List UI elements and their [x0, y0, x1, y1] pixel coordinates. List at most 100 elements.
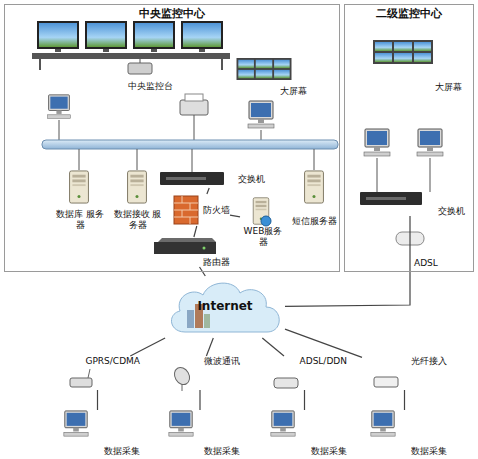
pc-icon — [271, 411, 295, 436]
node-label: 数据采集 — [311, 446, 347, 456]
wire — [261, 130, 262, 140]
wire — [79, 149, 80, 170]
modem-icon — [274, 378, 298, 388]
device-node: 数据采集 — [262, 410, 347, 456]
wire — [59, 120, 60, 140]
switch-ports — [166, 177, 206, 180]
link-line — [206, 338, 213, 356]
node-label: 微波通讯 — [204, 356, 240, 366]
link-line — [199, 390, 200, 410]
server-row — [70, 149, 324, 254]
big-screen-icon — [373, 40, 433, 64]
device-node: 交换机 — [355, 188, 465, 216]
pc-icon — [48, 95, 71, 118]
dish-stand — [182, 384, 183, 391]
firewall-icon — [174, 196, 198, 224]
device-node: 短信服务器 — [290, 168, 338, 226]
device-node: 微波通讯 — [160, 356, 240, 390]
link-line — [230, 215, 240, 217]
printer-icon — [180, 100, 208, 115]
link-line — [262, 338, 284, 356]
node-label: Internet — [197, 300, 252, 314]
antenna — [88, 369, 90, 378]
wire — [377, 158, 378, 192]
device-node: 数据采集 — [362, 410, 447, 456]
console-devices — [48, 58, 292, 140]
console-shelf — [32, 53, 230, 59]
globe-icon — [261, 216, 271, 226]
zone-title: 二级监控中心 — [376, 8, 442, 21]
node-label: 中央监控台 — [128, 81, 173, 91]
access-devices — [70, 365, 398, 391]
zone-title: 中央监控中心 — [139, 8, 205, 21]
device-node: ADSL/DDN — [262, 356, 347, 390]
zone-box: 中央监控中心中央监控台大屏幕数据库 服务器数据接收 服务器交换机防火墙WEB服务… — [4, 4, 340, 272]
printer-paper — [185, 94, 203, 101]
monitor — [133, 21, 175, 52]
pc-icon — [169, 411, 193, 436]
link-line — [404, 390, 405, 410]
hub-icon — [128, 63, 152, 74]
link-line — [285, 216, 410, 306]
secondary-devices — [360, 40, 443, 245]
link-line — [207, 188, 209, 194]
gprs-device — [70, 378, 92, 387]
server-icon — [70, 171, 89, 203]
switch-icon — [160, 172, 224, 185]
device-node: 数据采集 — [55, 410, 140, 456]
collector-pcs — [64, 411, 395, 436]
device-node: 大屏幕 — [232, 56, 307, 96]
monitor — [85, 21, 127, 52]
node-label: 防火墙 — [203, 205, 230, 215]
pc-icon — [64, 411, 88, 436]
link-line — [194, 226, 197, 237]
node-label: 光纤接入 — [411, 356, 447, 366]
link-line — [304, 390, 305, 410]
dish-icon — [171, 365, 192, 388]
link-line — [285, 329, 362, 357]
node-label: 数据采集 — [104, 446, 140, 456]
building-icon — [187, 310, 194, 328]
node-label: WEB服务器 — [240, 226, 286, 247]
device-node: 数据采集 — [160, 410, 240, 456]
link-label: ADSL — [414, 258, 438, 268]
shelf-leg — [39, 59, 41, 70]
switch-ports — [366, 197, 406, 200]
device-node: GPRS/CDMA — [55, 356, 140, 390]
wire — [430, 158, 431, 192]
building-icon — [204, 314, 210, 328]
node-label: 数据采集 — [411, 446, 447, 456]
router-top — [158, 238, 216, 242]
device-node: WEB服务器 — [240, 195, 286, 247]
wire — [192, 149, 193, 172]
server-icon — [305, 171, 324, 203]
wire — [137, 149, 138, 170]
pc-icon — [248, 101, 274, 128]
link-line — [130, 338, 165, 356]
node-label: 交换机 — [238, 174, 265, 184]
node-label: 大屏幕 — [280, 86, 307, 96]
link-line — [97, 390, 98, 410]
cloud-node: Internet — [165, 276, 285, 338]
device-node: 中央监控台 — [95, 78, 205, 94]
node-label: 路由器 — [203, 257, 230, 267]
node-label: GPRS/CDMA — [85, 356, 140, 366]
wire — [194, 115, 195, 140]
device-node: 路由器 — [150, 237, 230, 267]
device-node: 大屏幕 — [362, 36, 462, 92]
device-node: 防火墙 — [172, 194, 230, 226]
device-node: 交换机 — [160, 170, 265, 188]
monitor — [37, 21, 79, 52]
shelf-leg — [221, 59, 223, 70]
monitor — [181, 21, 223, 52]
fiber-device — [374, 377, 398, 387]
wire — [140, 59, 141, 63]
pc-icon — [417, 129, 443, 156]
node-label: 短信服务器 — [292, 216, 337, 226]
device-node: 数据接收 服务器 — [110, 168, 165, 230]
server-icon — [128, 171, 147, 203]
big-screen-icon — [237, 58, 292, 80]
router-led — [203, 247, 206, 250]
